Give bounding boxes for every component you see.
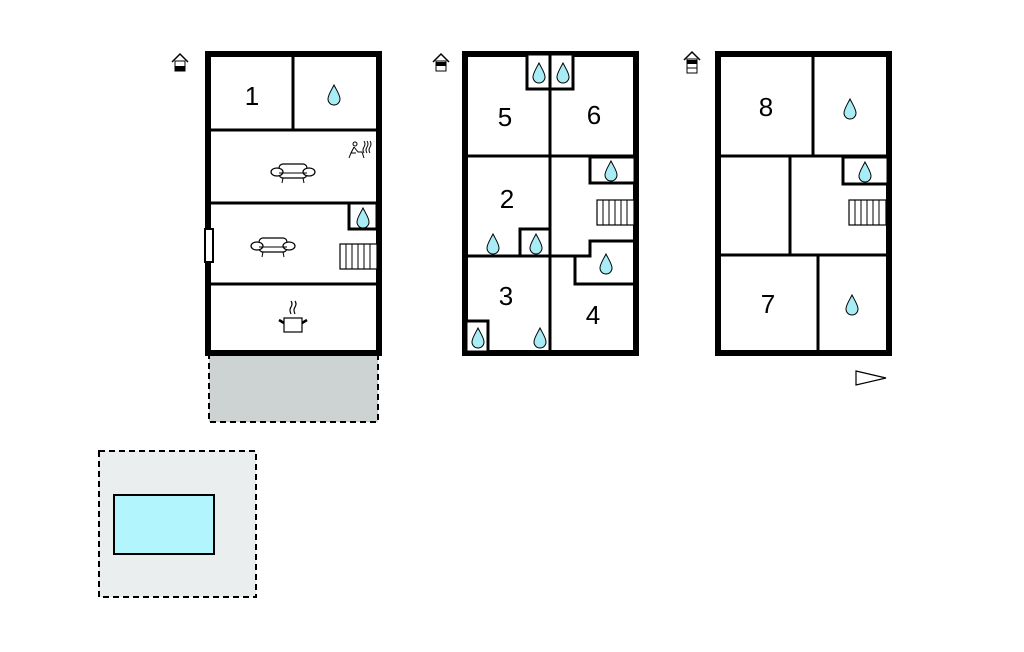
entrance-door xyxy=(204,228,214,263)
room-label: 5 xyxy=(498,102,512,132)
room-label: 3 xyxy=(499,281,513,311)
stairs-icon xyxy=(596,199,635,226)
pool xyxy=(113,494,215,555)
room-label: 4 xyxy=(586,300,600,330)
floor-indicator-icon xyxy=(171,52,189,72)
room-label: 8 xyxy=(759,92,773,122)
floor-indicator-icon xyxy=(432,52,450,72)
room-label: 6 xyxy=(587,100,601,130)
stairs-icon xyxy=(848,199,887,226)
room-label: 1 xyxy=(245,81,259,111)
second-floor: 8 7 xyxy=(683,50,892,386)
terrace xyxy=(208,352,379,423)
ground-floor: 1 xyxy=(171,51,382,356)
sauna-icon xyxy=(348,140,372,159)
room-label: 7 xyxy=(761,289,775,319)
stairs-icon xyxy=(339,243,378,270)
first-floor: 5 6 2 3 4 xyxy=(432,51,639,356)
room-label: 2 xyxy=(500,184,514,214)
kitchen-pot-icon xyxy=(278,300,308,333)
north-arrow-icon xyxy=(855,370,887,386)
floor-indicator-icon xyxy=(683,50,701,74)
